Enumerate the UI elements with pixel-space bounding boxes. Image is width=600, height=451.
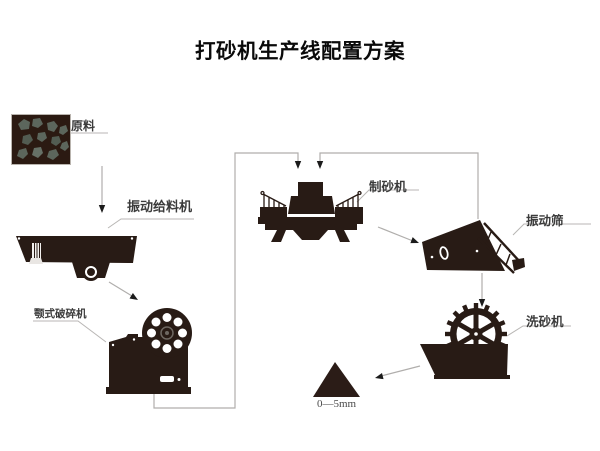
label-sand-maker: 制砂机 [369, 180, 407, 194]
feeder-chute [29, 258, 43, 264]
line-screen-return-to-sandmaker [319, 152, 479, 219]
crusher-bolt-2 [132, 338, 136, 341]
screen-frame-end [512, 258, 525, 271]
raw-material-image [11, 114, 71, 165]
vibrating-screen-illustration [422, 220, 525, 274]
arrow-into-sandmaker-right [316, 161, 324, 169]
arrow-into-screen [410, 237, 419, 244]
callout-vibrating-feeder [107, 218, 194, 229]
vibrating-feeder-illustration [16, 236, 137, 281]
feeder-bolt-right [130, 237, 134, 240]
crusher-flywheel [142, 308, 192, 358]
feeder-motor-ring [85, 266, 97, 278]
label-sand-washer: 洗砂机 [526, 315, 564, 329]
label-vibrating-feeder: 振动给料机 [127, 199, 193, 214]
feeder-body [16, 236, 137, 263]
callout-sand-washer [506, 325, 571, 337]
arrow-into-feeder [98, 205, 106, 213]
feeder-grate-bars [34, 243, 40, 258]
connector-lines [101, 152, 483, 409]
jaw-crusher-illustration [106, 308, 192, 394]
screen-bolt-2 [475, 249, 479, 253]
line-sandmaker-to-screen [377, 226, 414, 242]
callout-sand-maker [356, 189, 419, 203]
arrow-into-pile [375, 372, 384, 380]
label-raw-material: 原料 [71, 119, 96, 133]
line-washer-to-pile [380, 365, 421, 377]
line-crusher-to-sandmaker [153, 152, 299, 409]
arrowheads [98, 161, 486, 380]
crusher-slot [160, 376, 174, 382]
arrow-into-sandmaker-left [294, 161, 302, 169]
crusher-base [106, 387, 191, 394]
rock-shapes [17, 118, 69, 160]
label-vibrating-screen: 振动筛 [526, 214, 564, 228]
sand-pile-triangle [313, 362, 360, 397]
sand-washer-illustration [420, 303, 510, 379]
label-jaw-crusher: 颚式破碎机 [34, 308, 87, 320]
rocks-icon [17, 118, 69, 160]
sandmaker-railings [260, 190, 362, 207]
screen-body [422, 220, 505, 271]
sandmaker-body [258, 182, 363, 242]
screen-frame [477, 222, 522, 274]
sand-maker-illustration [258, 182, 363, 242]
page-title: 打砂机生产线配置方案 [195, 41, 405, 63]
callout-vibrating-screen [512, 223, 591, 236]
callout-jaw-crusher [33, 320, 107, 343]
crusher-bolt-1 [111, 343, 115, 347]
screen-port [439, 246, 449, 260]
line-feeder-to-crusher [108, 281, 133, 297]
washer-base [434, 375, 510, 379]
washer-tank [420, 344, 508, 375]
label-output-size: 0—5mm [317, 398, 357, 410]
arrow-into-washer [478, 299, 486, 307]
feeder-motor [82, 263, 100, 281]
sand-pile-illustration [313, 362, 360, 397]
feeder-bolt-left [17, 237, 21, 240]
arrow-into-crusher [129, 293, 138, 300]
screen-bolt-1 [430, 255, 434, 259]
crusher-dot [177, 378, 181, 381]
